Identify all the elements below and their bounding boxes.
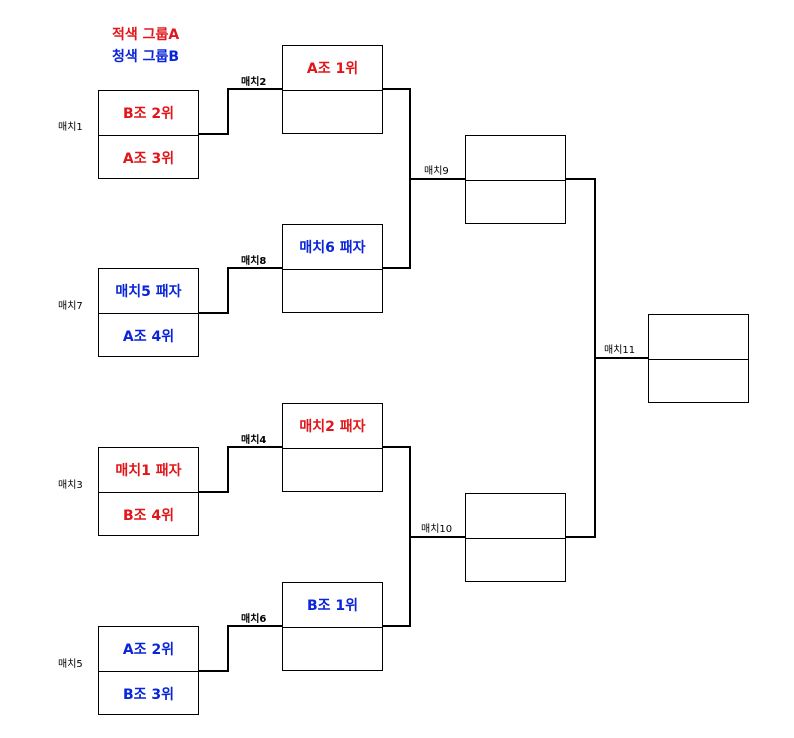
match-box-r2-3: 매치2 패자 [282, 403, 383, 492]
match-box-r1-1: B조 2위 A조 3위 [98, 90, 199, 179]
match-box-r2-4: B조 1위 [282, 582, 383, 671]
slot-bottom [649, 360, 748, 404]
connector-match2-match8-match9 [382, 88, 411, 269]
slot-bottom: B조 4위 [122, 508, 175, 524]
match-label: 매치9 [424, 166, 449, 177]
slot-top [466, 136, 565, 181]
slot-bottom [466, 181, 565, 225]
connector-match4-match6-match10 [382, 446, 411, 627]
match-box-r2-2: 매치6 패자 [282, 224, 383, 313]
match-label: 매치5 [58, 659, 83, 670]
match-label: 매치1 [58, 122, 83, 133]
slot-bottom [283, 91, 382, 135]
match-box-r3-1 [465, 135, 566, 224]
slot-bottom [283, 449, 382, 493]
match-label: 매치4 [241, 435, 267, 446]
match-label: 매치8 [241, 256, 267, 267]
connector-match1-match2 [199, 88, 282, 135]
match-box-r2-1: A조 1위 [282, 45, 383, 134]
slot-top: B조 1위 [283, 583, 382, 628]
match-box-final [648, 314, 749, 403]
legend-blue-group: 청색 그룹B [112, 49, 180, 65]
legend-red-group: 적색 그룹A [112, 27, 180, 43]
slot-bottom: A조 3위 [122, 151, 175, 167]
slot-top [649, 315, 748, 360]
match-label: 매치10 [421, 524, 453, 535]
slot-bottom [466, 539, 565, 583]
slot-top: 매치1 패자 [99, 448, 198, 493]
slot-bottom: A조 4위 [122, 329, 175, 345]
slot-top: 매치2 패자 [283, 404, 382, 449]
slot-bottom [283, 270, 382, 314]
connector-match9-match10-match11 [566, 178, 596, 538]
slot-top: 매치5 패자 [99, 269, 198, 314]
match-box-r1-3: 매치1 패자 B조 4위 [98, 447, 199, 536]
match-box-r1-4: A조 2위 B조 3위 [98, 626, 199, 715]
slot-top: A조 1위 [283, 46, 382, 91]
connector-match3-match4 [199, 446, 282, 493]
match-box-r1-2: 매치5 패자 A조 4위 [98, 268, 199, 357]
match-label: 매치6 [241, 614, 267, 625]
connector-match7-match8 [199, 267, 282, 314]
connector-match5-match6 [199, 625, 282, 672]
match-label: 매치3 [58, 480, 83, 491]
match-box-r3-2 [465, 493, 566, 582]
slot-top: A조 2위 [99, 627, 198, 672]
slot-bottom: B조 3위 [122, 687, 175, 703]
slot-top: 매치6 패자 [283, 225, 382, 270]
slot-top: B조 2위 [99, 91, 198, 136]
match-label: 매치2 [241, 77, 267, 88]
slot-top [466, 494, 565, 539]
match-label: 매치11 [604, 345, 636, 356]
match-label: 매치7 [58, 301, 83, 312]
slot-bottom [283, 628, 382, 672]
